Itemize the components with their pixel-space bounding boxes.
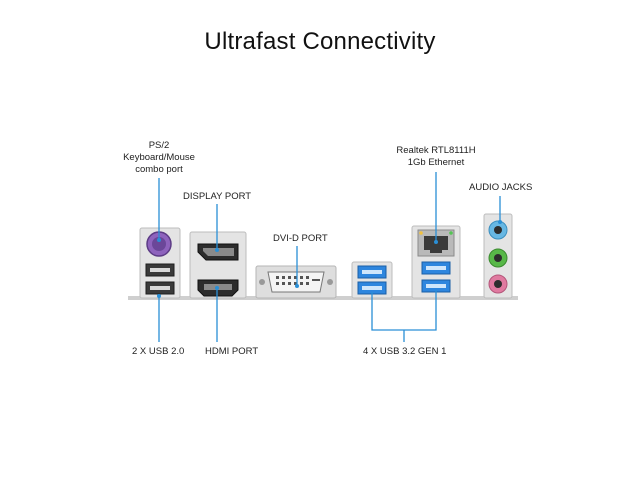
hdmi-port-label: HDMI PORT [205,346,259,357]
lan-usb32-stack [411,225,461,299]
audio-jacks-stack [483,213,513,299]
page-title: Ultrafast Connectivity [204,28,436,55]
dp-hdmi-stack [189,231,247,299]
dvi-d-port-icon [255,265,337,299]
audio-jacks-label: AUDIO JACKS [469,182,533,193]
leader-lines [158,172,501,342]
ethernet-label: Realtek RTL8111H 1Gb Ethernet [386,145,486,169]
ps2-label: PS/2 Keyboard/Mouse combo port [118,140,200,176]
ps2-label-line2: Keyboard/Mouse [123,152,195,163]
ethernet-label-line2: 1Gb Ethernet [407,157,465,168]
dvi-d-port-label: DVI-D PORT [273,233,328,244]
ethernet-label-line1: Realtek RTL8111H [396,145,476,156]
ps2-label-line3: combo port [135,164,183,175]
ps2-usb2-stack [139,227,181,299]
usb20-label: 2 X USB 2.0 [132,346,185,357]
display-port-label: DISPLAY PORT [183,191,252,202]
ps2-label-line1: PS/2 [148,140,170,151]
usb32-label: 4 X USB 3.2 GEN 1 [363,346,447,357]
